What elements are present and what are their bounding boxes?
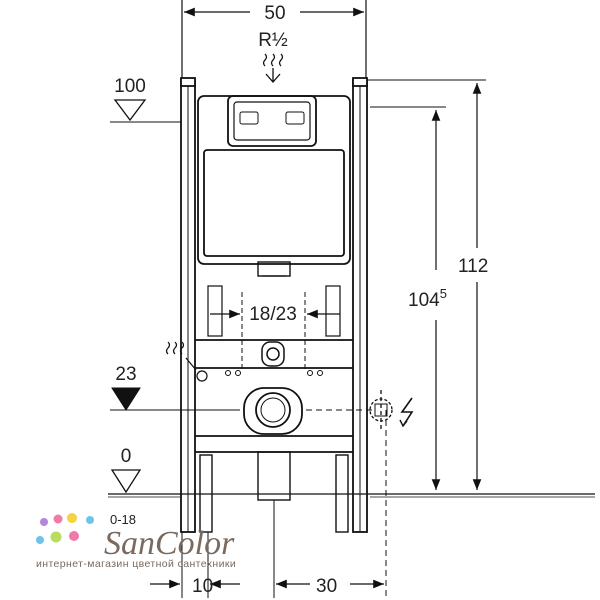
supply-label: R½ xyxy=(258,30,288,51)
installation-frame xyxy=(180,77,368,533)
logo-dot-purple xyxy=(40,518,48,526)
level-0-label: 0 xyxy=(121,446,132,467)
dim-total-height: 112 xyxy=(368,79,488,490)
logo-dot-green xyxy=(50,531,62,543)
bottom-left-label: 10 xyxy=(192,576,213,597)
level-mark-below: 0-18 xyxy=(110,512,136,527)
water-connection-fitting xyxy=(261,341,285,367)
dim-inner-height: 1045 xyxy=(370,106,447,490)
level-mark-100: 100 xyxy=(110,76,190,123)
level-mark-23: 23 xyxy=(110,364,372,411)
brand-logo: SanColor интернет-магазин цветной сантех… xyxy=(36,513,236,570)
logo-dot-pink-2 xyxy=(69,531,79,541)
level-23-label: 23 xyxy=(115,364,136,385)
dim-bottom: 10 30 xyxy=(150,410,387,598)
bottom-right-label: 30 xyxy=(316,576,337,597)
brand-tagline: интернет-магазин цветной сантехники xyxy=(36,558,236,570)
brand-name: SanColor xyxy=(104,525,235,562)
logo-dot-pink xyxy=(53,514,63,524)
water-inlet-icon xyxy=(165,341,208,382)
total-height-label: 112 xyxy=(458,256,488,277)
logo-dot-blue xyxy=(36,536,44,544)
level-100-label: 100 xyxy=(114,76,146,97)
electrical-socket-icon xyxy=(369,390,414,430)
logo-dot-blue-2 xyxy=(86,516,94,524)
drain-elbow xyxy=(243,387,303,435)
level-mark-0: 0 xyxy=(108,446,595,498)
inner-height-label: 1045 xyxy=(408,286,447,311)
level-below-label: 0-18 xyxy=(110,512,136,527)
width-label: 50 xyxy=(264,3,285,24)
dim-center: 18/23 xyxy=(210,292,340,370)
center-label: 18/23 xyxy=(249,304,297,325)
water-supply-icon xyxy=(262,53,284,83)
dim-top-width: 50 xyxy=(181,0,367,78)
logo-dot-yellow xyxy=(67,513,77,523)
